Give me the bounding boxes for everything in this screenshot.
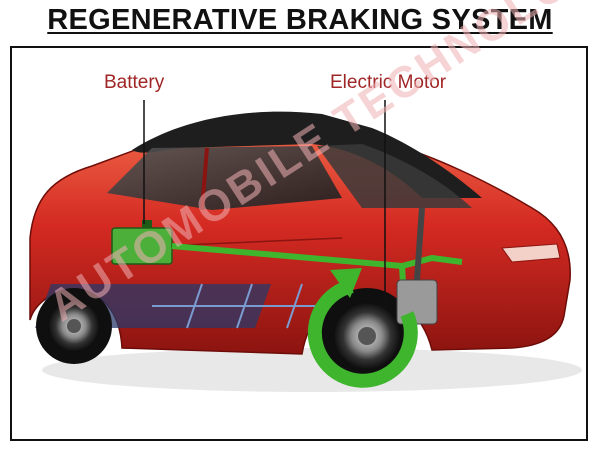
side-windows — [107, 146, 342, 210]
diagram-frame: Battery Electric Motor — [10, 46, 588, 441]
headlight — [501, 243, 561, 263]
car-shadow — [42, 348, 582, 392]
rear-wheel — [36, 288, 112, 364]
door-pillar — [200, 147, 209, 211]
car-roof — [132, 111, 482, 198]
suspension-strut — [414, 207, 425, 281]
car-illustration — [29, 100, 582, 392]
rotation-arrow — [307, 279, 418, 388]
battery-terminal — [142, 220, 152, 228]
battery-label: Battery — [104, 72, 165, 93]
front-wheel — [319, 288, 415, 384]
windshield — [317, 144, 472, 208]
electric-motor-label: Electric Motor — [330, 72, 447, 93]
page-title: REGENERATIVE BRAKING SYSTEM — [47, 4, 553, 36]
rotation-arrow-head — [330, 268, 362, 298]
